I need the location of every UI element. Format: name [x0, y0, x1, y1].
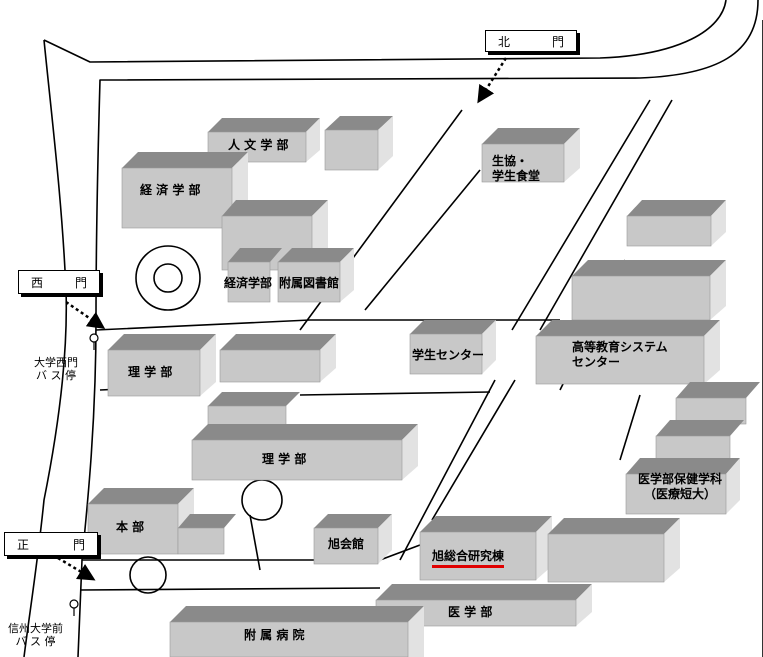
main-gate-label-1: 正 [17, 537, 30, 552]
building-library [277, 248, 354, 303]
building-coop [481, 128, 580, 183]
east-road-2 [619, 394, 641, 461]
middle-road [299, 391, 491, 396]
bus-stop-daigakumae-line-2: バ ス 停 [15, 635, 56, 648]
north-gate-label-1: 北 [498, 34, 511, 49]
west-road-inner [77, 319, 97, 657]
label-coop: 生協・ 学生食堂 [492, 154, 540, 184]
west-gate-arrow [65, 300, 106, 329]
west-gate-sign: 西 門 [18, 270, 100, 294]
bus-stop-daigakumae: 信州大学前 バ ス 停 [8, 622, 63, 648]
label-asahi-hall: 旭会館 [328, 537, 365, 551]
label-economics-small: 経済学部 [224, 276, 273, 290]
building-science-mid [219, 334, 336, 383]
building-admin [87, 488, 194, 555]
bus-stop-daigakumae-icon [69, 599, 79, 616]
building-science-south [191, 424, 418, 481]
west-gate-label-1: 西 [31, 275, 44, 290]
bus-stop-daigakumae-line-1: 信州大学前 [8, 622, 63, 635]
label-asahi-research: 旭総合研究棟 [432, 549, 505, 568]
building-higher-ed [535, 320, 720, 385]
north-gate-sign: 北 門 [485, 30, 577, 52]
label-health-sciences-line-2: （医療短大） [644, 487, 717, 501]
bus-stop-nishimon-line-2: バ ス 停 [36, 369, 76, 382]
north-road-upper-edge [43, 0, 727, 63]
label-science-south: 理 学 部 [262, 452, 307, 466]
building-health-main [625, 458, 740, 515]
bus-stop-nishimon: 大学西門 バ ス 停 [34, 356, 78, 382]
building-east-lower [547, 518, 680, 583]
label-higher-ed-line-1: 高等教育システム [572, 340, 668, 354]
label-science-west: 理 学 部 [128, 365, 173, 379]
building-economics-small [227, 248, 282, 303]
north-gate-label-2: 門 [551, 34, 564, 49]
label-coop-line-1: 生協・ [492, 154, 529, 168]
building-science-west [107, 334, 216, 397]
label-admin: 本 部 [116, 520, 145, 534]
building-economics [121, 152, 248, 229]
diagonal-road-2 [539, 99, 673, 331]
north-road-lower-edge [95, 0, 759, 321]
main-gate-label-2: 門 [72, 537, 85, 552]
building-humanities-annex [324, 116, 393, 171]
roundabout-inner [153, 263, 183, 293]
label-student-center: 学生センター [412, 348, 485, 362]
building-asahi-hall [313, 514, 392, 565]
label-coop-line-2: 学生食堂 [492, 169, 541, 183]
label-medicine: 医 学 部 [448, 605, 493, 619]
building-student-center [409, 320, 496, 375]
diagonal-road-3 [399, 379, 496, 561]
building-hospital [169, 606, 424, 657]
label-higher-ed: 高等教育システム センター [572, 340, 668, 370]
label-hospital: 附 属 病 院 [244, 628, 305, 642]
bus-stop-nishimon-icon [89, 333, 99, 350]
roundabout-outer [135, 245, 201, 311]
main-gate-sign: 正 門 [4, 532, 98, 556]
building-admin-annex [177, 514, 236, 555]
admin-roundabout [241, 479, 283, 521]
buildings [87, 116, 760, 657]
label-economics: 経 済 学 部 [140, 183, 201, 197]
diagonal-road-1 [511, 99, 651, 331]
main-gate-roundabout [129, 556, 167, 594]
nw-road-2 [364, 169, 481, 311]
building-science-connector [207, 392, 300, 427]
main-gate-road-lower [79, 587, 381, 591]
diagonal-road-4 [431, 379, 516, 521]
building-asahi-research [419, 516, 552, 581]
label-humanities: 人 文 学 部 [228, 138, 289, 152]
building-health-b [655, 420, 744, 465]
label-higher-ed-line-2: センター [572, 355, 621, 369]
west-gate-label-2: 門 [74, 275, 87, 290]
label-library: 附属図書館 [279, 276, 340, 290]
building-east-big [571, 260, 726, 321]
building-humanities [207, 118, 320, 163]
building-health-a [675, 382, 760, 425]
label-health-sciences-line-1: 医学部保健学科 [638, 472, 723, 486]
gate-arrows [57, 57, 508, 581]
west-road-outer [23, 39, 68, 657]
building-east-top [626, 200, 726, 247]
asahi-hall-road [249, 514, 261, 571]
bus-stop-symbols [69, 333, 99, 616]
bus-stop-nishimon-line-1: 大学西門 [34, 356, 78, 369]
label-health-sciences: 医学部保健学科 （医療短大） [638, 472, 722, 502]
north-gate-arrow [477, 57, 508, 104]
